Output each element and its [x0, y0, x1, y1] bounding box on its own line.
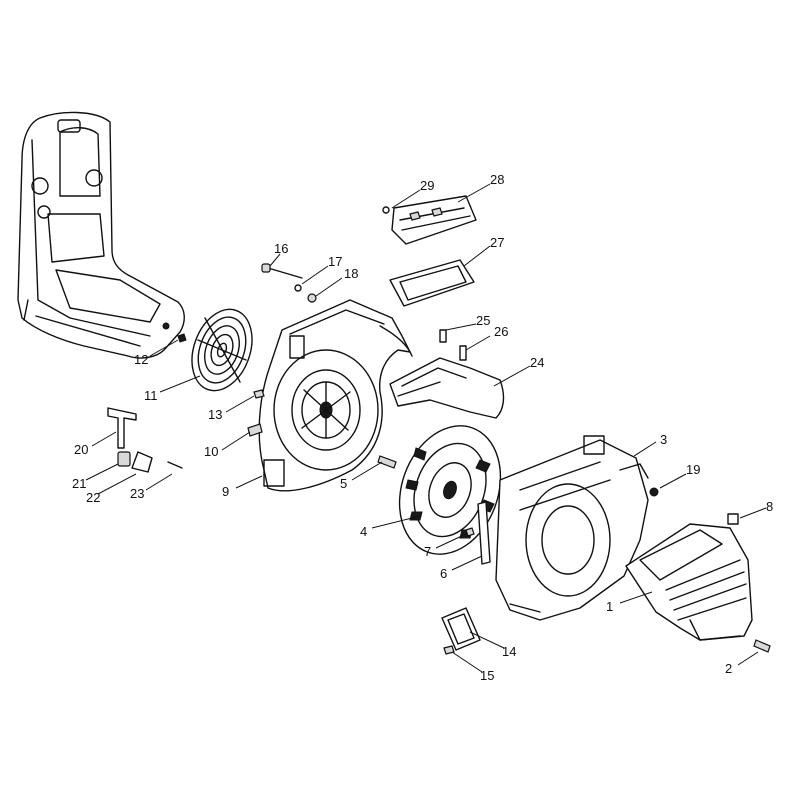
part-2-bolt: [753, 639, 771, 653]
part-22-clamp: [131, 451, 153, 473]
callout-2: 2: [725, 661, 732, 676]
part-11-intake-grille: [191, 308, 253, 392]
callout-17: 17: [328, 254, 342, 269]
part-15-screw: [443, 645, 455, 655]
callout-7: 7: [424, 544, 431, 559]
callout-21: 21: [72, 476, 86, 491]
callout-9: 9: [222, 484, 229, 499]
part-19-nut: [649, 487, 659, 497]
callout-18: 18: [344, 266, 358, 281]
part-1-engine-cover: [625, 523, 753, 641]
part-10-screw: [247, 423, 263, 437]
part-29-ring: [382, 206, 390, 214]
part-18-nut: [307, 293, 317, 303]
callout-29: 29: [420, 178, 434, 193]
part-28-filter-cover: [391, 195, 477, 245]
part-25-nozzle: [439, 329, 447, 343]
part-24-intake-duct: [389, 357, 505, 419]
callout-12: 12: [134, 352, 148, 367]
callout-10: 10: [204, 444, 218, 459]
leader-lines: [85, 183, 767, 673]
part-20-bracket: [107, 407, 137, 449]
callout-labels: 1 2 3 4 5 6 7 8 9 10 11 12 13 14 15 16 1…: [72, 172, 773, 683]
callout-24: 24: [530, 355, 544, 370]
part-14-cover-plate: [441, 607, 481, 651]
part-4-impeller: [398, 425, 502, 555]
callout-13: 13: [208, 407, 222, 422]
part-17-washer: [294, 284, 302, 292]
part-13-screw: [253, 389, 265, 399]
callout-25: 25: [476, 313, 490, 328]
callout-14: 14: [502, 644, 516, 659]
part-21-clip: [117, 451, 131, 467]
callout-5: 5: [340, 476, 347, 491]
part-7-screw: [465, 527, 475, 537]
callout-19: 19: [686, 462, 700, 477]
callout-6: 6: [440, 566, 447, 581]
callout-23: 23: [130, 486, 144, 501]
part-16-long-bolt: [261, 263, 303, 279]
part-3-volute-housing: [495, 435, 649, 621]
backpack-frame: [17, 111, 185, 359]
callout-20: 20: [74, 442, 88, 457]
callout-4: 4: [360, 524, 367, 539]
callout-27: 27: [490, 235, 504, 250]
part-8-label: [727, 513, 739, 525]
callout-1: 1: [606, 599, 613, 614]
part-6-strip: [477, 501, 491, 565]
part-12-screw: [177, 333, 187, 343]
part-23-pin: [167, 461, 183, 469]
callout-11: 11: [144, 388, 158, 403]
callout-8: 8: [766, 499, 773, 514]
part-5-bolt: [377, 455, 397, 469]
callout-15: 15: [480, 668, 494, 683]
callout-28: 28: [490, 172, 504, 187]
part-27-gasket: [389, 259, 475, 307]
callout-3: 3: [660, 432, 667, 447]
callout-16: 16: [274, 241, 288, 256]
part-26-pin: [459, 345, 467, 361]
callout-22: 22: [86, 490, 100, 505]
part-9-fan-housing: [258, 299, 413, 492]
callout-26: 26: [494, 324, 508, 339]
